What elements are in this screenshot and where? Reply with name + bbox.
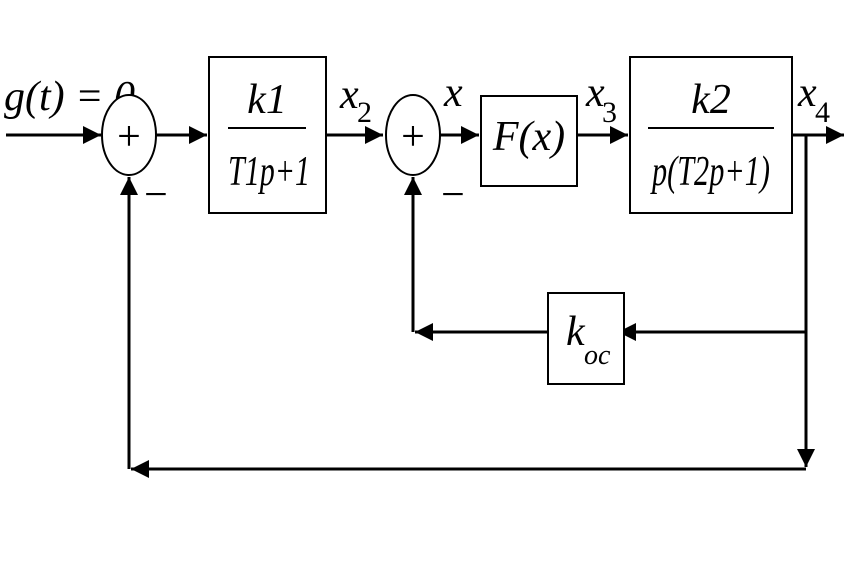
sum2-minus-sign: − (441, 172, 465, 218)
block1-numerator: k1 (247, 77, 287, 123)
signal-x4-subscript: 4 (815, 96, 830, 129)
signal-x2-label: x (339, 72, 359, 118)
feedback-gain-subscript: oc (584, 340, 611, 371)
block1-denominator: T1p+1 (228, 149, 310, 195)
signal-x3-label: x (585, 70, 605, 116)
feedback-gain-block (547, 292, 625, 385)
sum1-minus-sign: − (144, 172, 168, 218)
sum2-plus-sign: + (401, 114, 425, 160)
signal-x-label: x (443, 70, 463, 116)
signal-x4-label: x (797, 70, 817, 116)
transfer-block-1 (208, 56, 327, 214)
block2-numerator: k2 (691, 77, 731, 123)
feedback-gain-label: k (566, 309, 586, 355)
signal-x2-subscript: 2 (357, 96, 372, 129)
nonlinear-block-label: F(x) (492, 114, 565, 160)
sum1-plus-sign: + (117, 114, 141, 160)
block2-denominator: p(T2p+1) (650, 149, 770, 195)
nonlinear-block (480, 95, 578, 187)
signal-x3-subscript: 3 (602, 96, 617, 129)
